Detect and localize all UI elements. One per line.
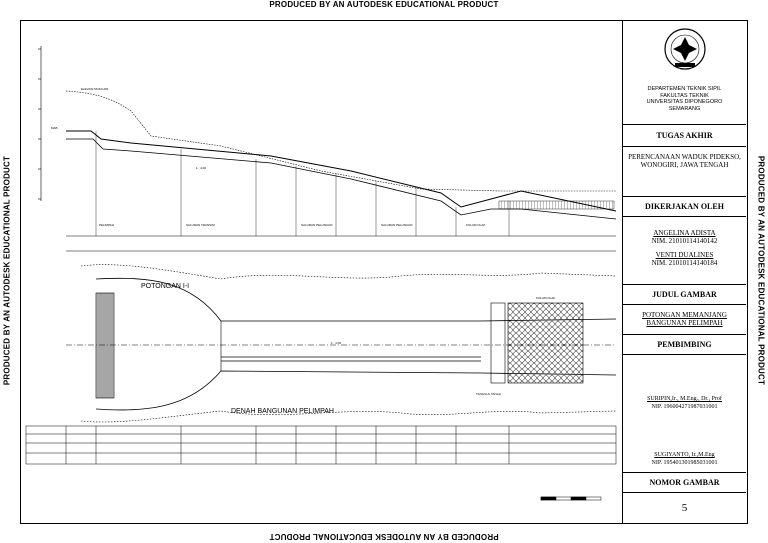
label-chute-2: SALURAN PELUNCUR xyxy=(381,223,413,227)
label-stilling-basin: KOLAM OLAK xyxy=(466,223,485,227)
institution-line-3: UNIVERSITAS DIPONEGORO xyxy=(646,99,723,105)
tugas-akhir-label: TUGAS AKHIR xyxy=(623,125,746,147)
drawing-title-cell: POTONGAN MEMANJANG BANGUNAN PELIMPAH xyxy=(623,305,746,335)
advisors-cell: SURIPIN,Ir., M.Eng., Dr., Prof NIP. 1960… xyxy=(623,355,746,473)
riprap-area xyxy=(507,302,584,384)
nomor-label: NOMOR GAMBAR xyxy=(623,473,746,493)
watermark-right: PRODUCED BY AN AUTODESK EDUCATIONAL PROD… xyxy=(756,155,766,386)
label-mab: MAB xyxy=(51,126,58,130)
project-title-cell: PERENCANAAN WADUK PIDEKSO, WONOGIRI, JAW… xyxy=(623,147,746,197)
institution-line-1: DEPARTEMEN TEKNIK SIPIL xyxy=(647,86,722,92)
drawing-title-line-1: POTONGAN MEMANJANG xyxy=(642,311,727,319)
station-lines xyxy=(95,131,510,236)
institution-line-4: SEMARANG xyxy=(668,105,701,112)
watermark-bottom: PRODUCED BY AN AUTODESK EDUCATIONAL PROD… xyxy=(269,532,499,541)
label-transition: SALURAN TRANSISI xyxy=(186,223,215,227)
sheet-number: 5 xyxy=(681,502,688,514)
drawing-title-line-2: BANGUNAN PELIMPAH xyxy=(646,319,723,327)
institution-cell: DEPARTEMEN TEKNIK SIPIL FAKULTAS TEKNIK … xyxy=(623,21,746,125)
label-slope-1: 1 : 4,00 xyxy=(196,166,206,170)
project-title-line-2: WONOGIRI, JAWA TENGAH xyxy=(640,161,729,169)
judul-label: JUDUL GAMBAR xyxy=(623,285,746,305)
authors-cell: ANGELINA ADISTA NIM. 21010114140142 VENT… xyxy=(623,217,746,285)
label-basin-plan: KOLAM OLAK xyxy=(536,296,555,300)
advisor-2-name: SUGIYANTO, Ir.,M.Eng xyxy=(654,452,715,458)
watermark-left: PRODUCED BY AN AUTODESK EDUCATIONAL PROD… xyxy=(2,155,12,386)
stilling-basin-fill xyxy=(498,200,615,210)
ground-profile xyxy=(65,90,616,192)
elevation-ticks xyxy=(38,48,41,200)
section-title: POTONGAN I-I xyxy=(141,283,189,290)
author-2-name: VENTI DUALINES xyxy=(655,251,714,259)
plan-view xyxy=(66,264,617,423)
channel-profile xyxy=(66,130,617,212)
author-2-nim: NIM. 21010114140184 xyxy=(651,259,718,267)
project-title-line-1: PERENCANAAN WADUK PIDEKSO, xyxy=(628,153,741,161)
label-slope-2: 1 : 4,00 xyxy=(331,341,341,345)
sheet-frame xyxy=(20,20,748,524)
pembimbing-label: PEMBIMBING xyxy=(623,335,746,355)
label-water-level: ELEVASI MUKA AIR xyxy=(81,87,109,91)
spillway-crest xyxy=(95,292,115,399)
title-block: DEPARTEMEN TEKNIK SIPIL FAKULTAS TEKNIK … xyxy=(622,21,747,523)
watermark-top: PRODUCED BY AN AUTODESK EDUCATIONAL PROD… xyxy=(269,0,499,9)
scale-bar xyxy=(540,496,602,501)
university-seal-icon xyxy=(663,28,706,70)
plan-title: DENAH BANGUNAN PELIMPAH xyxy=(231,408,334,415)
label-spillway: PELIMPAH xyxy=(99,223,114,227)
advisor-2-nip: NIP. 195401301985031001 xyxy=(651,460,718,466)
profile-table xyxy=(25,425,617,465)
author-1-nim: NIM. 21010114140142 xyxy=(651,237,718,245)
author-1-name: ANGELINA ADISTA xyxy=(653,229,716,237)
institution-line-2: FAKULTAS TEKNIK xyxy=(660,92,709,99)
label-embankment: TANGGUL TANAH xyxy=(476,392,501,396)
advisor-1-name: SURIPIN,Ir., M.Eng., Dr., Prof xyxy=(647,396,722,402)
dikerjakan-label: DIKERJAKAN OLEH xyxy=(623,197,746,217)
advisor-1-nip: NIP. 196004271987031001 xyxy=(651,404,718,410)
label-chute-1: SALURAN PELUNCUR xyxy=(301,223,333,227)
spillway-drawing: POTONGAN I-I DENAH BANGUNAN PELIMPAH ELE… xyxy=(25,46,617,501)
